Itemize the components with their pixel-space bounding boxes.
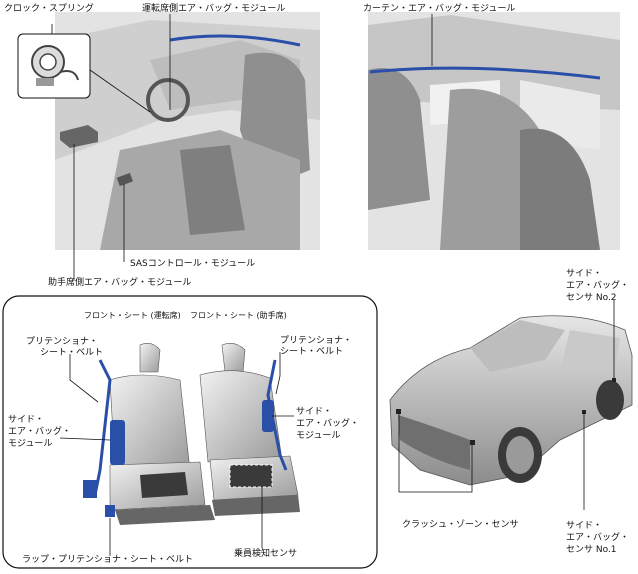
label-side-sensor-no1-2: エア・バッグ・ <box>566 531 629 543</box>
label-crash-zone-sensor: クラッシュ・ゾーン・センサ <box>402 519 519 530</box>
label-side-sensor-no2-1: サイド・ <box>566 268 602 279</box>
label-sas-control: SASコントロール・モジュール <box>130 259 255 269</box>
seats-panel <box>2 295 378 569</box>
sas-module-shape <box>116 172 133 187</box>
label-side-airbag-left-1: サイド・ <box>8 414 44 425</box>
driver-side-airbag-shape <box>110 420 125 465</box>
driver-belt-shape <box>93 359 112 496</box>
clock-spring-inset <box>17 33 91 99</box>
driver-seat <box>83 343 215 525</box>
label-pretensioner-right-2: シート・ベルト <box>280 347 343 357</box>
label-side-airbag-right-1: サイド・ <box>296 406 332 417</box>
lap-pretensioner-shape <box>105 505 115 517</box>
label-passenger-airbag: 助手席側エア・バッグ・モジュール <box>48 276 191 288</box>
labels: クロック・スプリング 運転席側エア・バッグ・モジュール SASコントロール・モジ… <box>4 2 629 565</box>
curtain-airbag-line <box>369 66 601 80</box>
driver-retractor-shape <box>83 480 97 498</box>
leader-lines <box>51 14 615 556</box>
driver-curtain-line <box>169 34 301 47</box>
label-side-sensor-no2-2: エア・バッグ・ <box>566 279 629 291</box>
car-view <box>389 315 633 486</box>
label-side-sensor-no1-1: サイド・ <box>566 520 602 531</box>
label-front-seat-driver: フロント・シート (運転席) <box>84 310 181 320</box>
label-side-airbag-right-2: エア・バッグ・ <box>296 417 359 429</box>
label-occupant-sensor: 乗員検知センサ <box>234 547 297 559</box>
label-lap-pretensioner: ラップ・プリテンショナ・シート・ベルト <box>22 554 193 565</box>
passenger-airbag-shape <box>60 125 98 148</box>
label-clock-spring: クロック・スプリング <box>4 2 94 14</box>
label-side-sensor-no2-3: センサ No.2 <box>566 292 617 303</box>
passenger-seat <box>199 343 300 516</box>
occupant-sensor-shape <box>229 464 273 488</box>
label-front-seat-passenger: フロント・シート (助手席) <box>190 310 287 320</box>
passenger-belt-shape <box>266 359 288 471</box>
label-pretensioner-right-1: プリテンショナ・ <box>280 335 352 346</box>
label-pretensioner-left-2: シート・ベルト <box>40 348 103 358</box>
label-side-airbag-left-2: エア・バッグ・ <box>8 425 71 437</box>
label-curtain-airbag: カーテン・エア・バッグ・モジュール <box>363 2 515 14</box>
rear-view <box>368 12 620 250</box>
label-side-sensor-no1-3: センサ No.1 <box>566 544 617 555</box>
interior-view <box>55 12 320 250</box>
label-side-airbag-left-3: モジュール <box>8 439 52 449</box>
label-pretensioner-left-1: プリテンショナ・ <box>26 336 98 347</box>
label-side-airbag-right-3: モジュール <box>296 431 340 441</box>
label-driver-airbag: 運転席側エア・バッグ・モジュール <box>142 2 285 14</box>
